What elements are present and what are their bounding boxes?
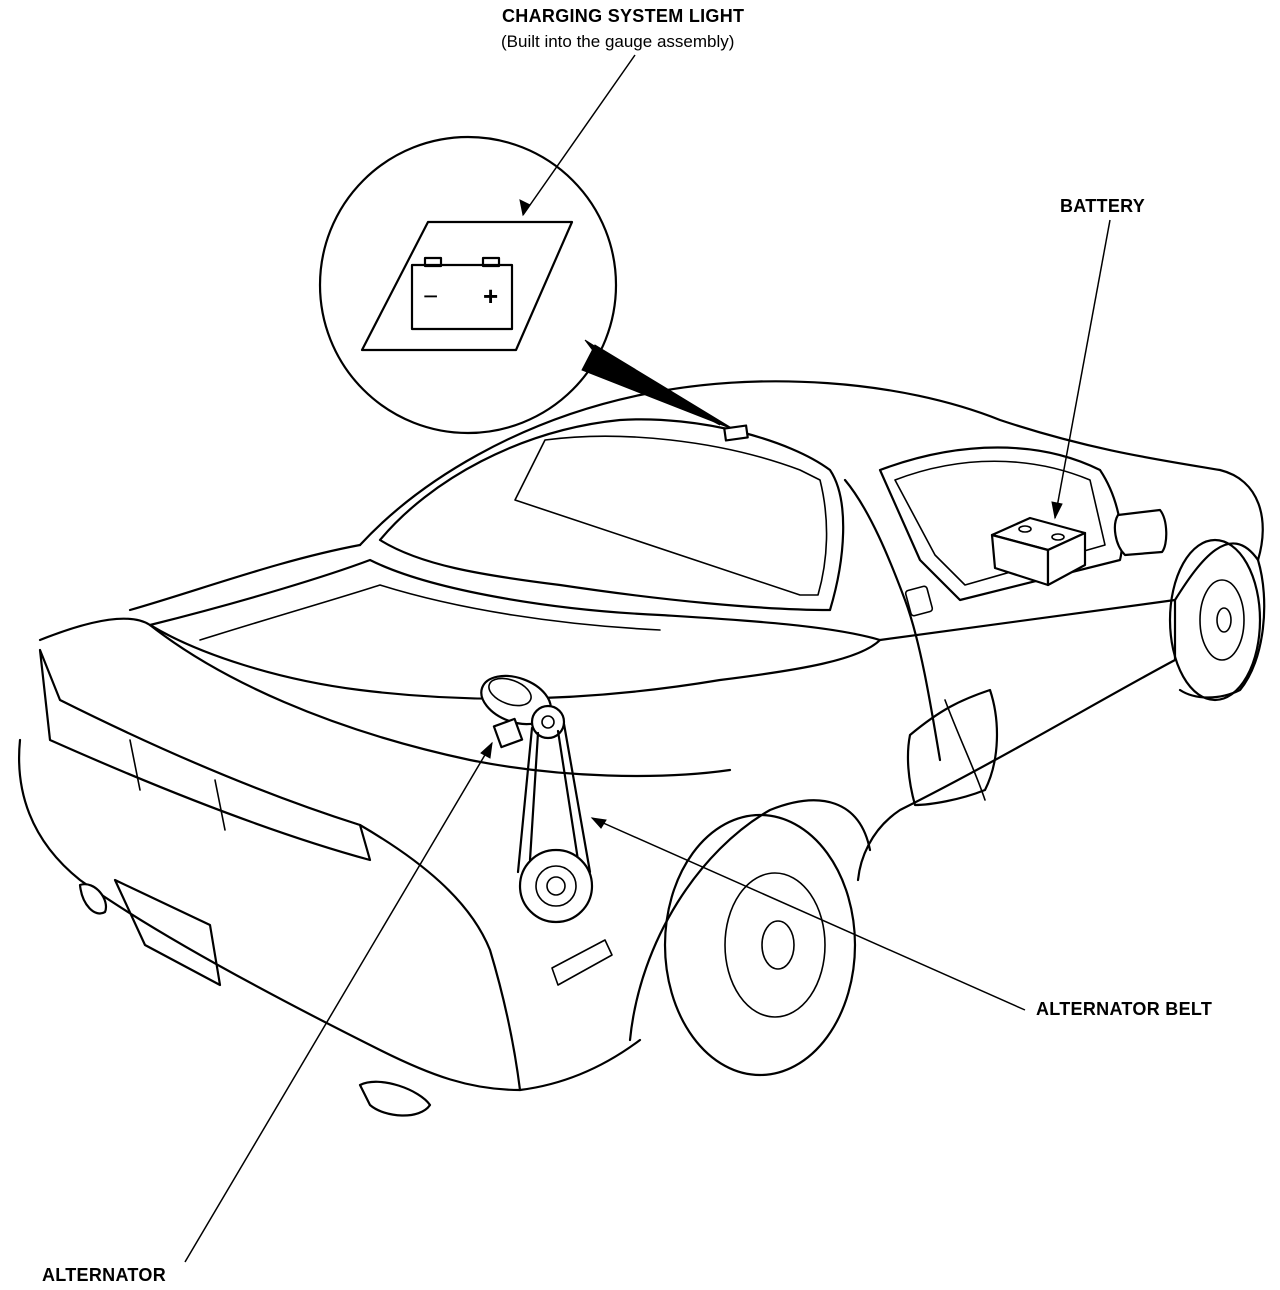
alternator-fan [488, 677, 532, 707]
door-window-frame [878, 446, 1123, 602]
license-plate [113, 878, 222, 987]
rear-bumper [18, 738, 522, 1092]
battery-side-right [1046, 531, 1087, 587]
battery-warning-minus: − [423, 281, 438, 311]
car-illustration [18, 380, 1266, 1117]
taillight-divider-2 [214, 779, 226, 831]
battery-leader-arrow [1051, 501, 1063, 520]
rear-quarter [358, 823, 642, 1092]
crank-pulley [518, 848, 594, 924]
sail-panel [843, 478, 942, 762]
door-cut-line [944, 699, 986, 801]
crank-pulley-ring [535, 865, 577, 907]
battery-warning-terminal-right [481, 256, 501, 268]
rear-window [378, 418, 845, 612]
alternator-belt [516, 722, 592, 874]
charging-light-location [723, 424, 749, 442]
leader-lines [184, 54, 1111, 1263]
exhaust-left [78, 883, 108, 915]
front-fender [1173, 542, 1266, 699]
rear-wheel-tire [663, 813, 857, 1077]
battery-warning-terminal-left [423, 256, 443, 268]
battery-warning-plus: + [483, 281, 498, 311]
alternator-belt-leader [591, 817, 1026, 1011]
front-wheel-rim [1199, 579, 1245, 661]
battery-component [990, 516, 1087, 587]
callout-pointer-wedge-2 [581, 344, 736, 431]
callout-magnifier-circle [318, 135, 618, 435]
rear-deck-edge [128, 543, 362, 612]
alternator-belt-leader-arrow [590, 817, 607, 829]
front-wheel-tire [1168, 538, 1262, 702]
charging-light-leader [522, 54, 636, 216]
alternator-label: ALTERNATOR [42, 1265, 166, 1285]
door-handle [904, 585, 934, 617]
rear-wheel-rim [724, 872, 826, 1018]
tail-panel [38, 648, 372, 862]
charging-light-title: CHARGING SYSTEM LIGHT [502, 6, 745, 26]
side-intake [906, 688, 999, 807]
battery-leader [1054, 219, 1111, 519]
alternator-leader [184, 742, 493, 1263]
taillight-divider-1 [129, 739, 141, 791]
side-mirror [1113, 508, 1168, 557]
alternator-mount [492, 717, 524, 749]
battery-post-2 [1051, 533, 1065, 541]
charging-light-subtitle: (Built into the gauge assembly) [501, 32, 735, 51]
car-roof-outline [358, 380, 1264, 562]
door-window-inner [894, 460, 1106, 586]
alternator-pulley [530, 704, 566, 740]
rear-window-inner [514, 435, 828, 596]
exhaust-right [358, 1080, 432, 1117]
rear-wheel-arch [628, 799, 872, 1042]
crank-pulley-hub [546, 876, 566, 896]
taillight-band [59, 699, 361, 826]
alternator-belt-label: ALTERNATOR BELT [1036, 999, 1213, 1019]
front-wheel-hub [1216, 607, 1232, 633]
battery-warning-icon [410, 263, 514, 331]
charging-light-leader-arrow [519, 199, 531, 217]
alternator-leader-arrow [480, 741, 493, 759]
gauge-panel [360, 220, 574, 352]
battery-label: BATTERY [1060, 196, 1146, 216]
alternator-assembly [480, 674, 594, 924]
side-body-line [856, 598, 1177, 882]
rear-body-outline [38, 617, 732, 778]
side-marker [551, 939, 613, 986]
engine-cover-inner [199, 584, 661, 641]
charging-light-callout: − + [318, 135, 749, 442]
battery-post-1 [1018, 525, 1032, 533]
rear-wheel-hub [761, 920, 795, 970]
alternator-pulley-hub [541, 715, 555, 729]
